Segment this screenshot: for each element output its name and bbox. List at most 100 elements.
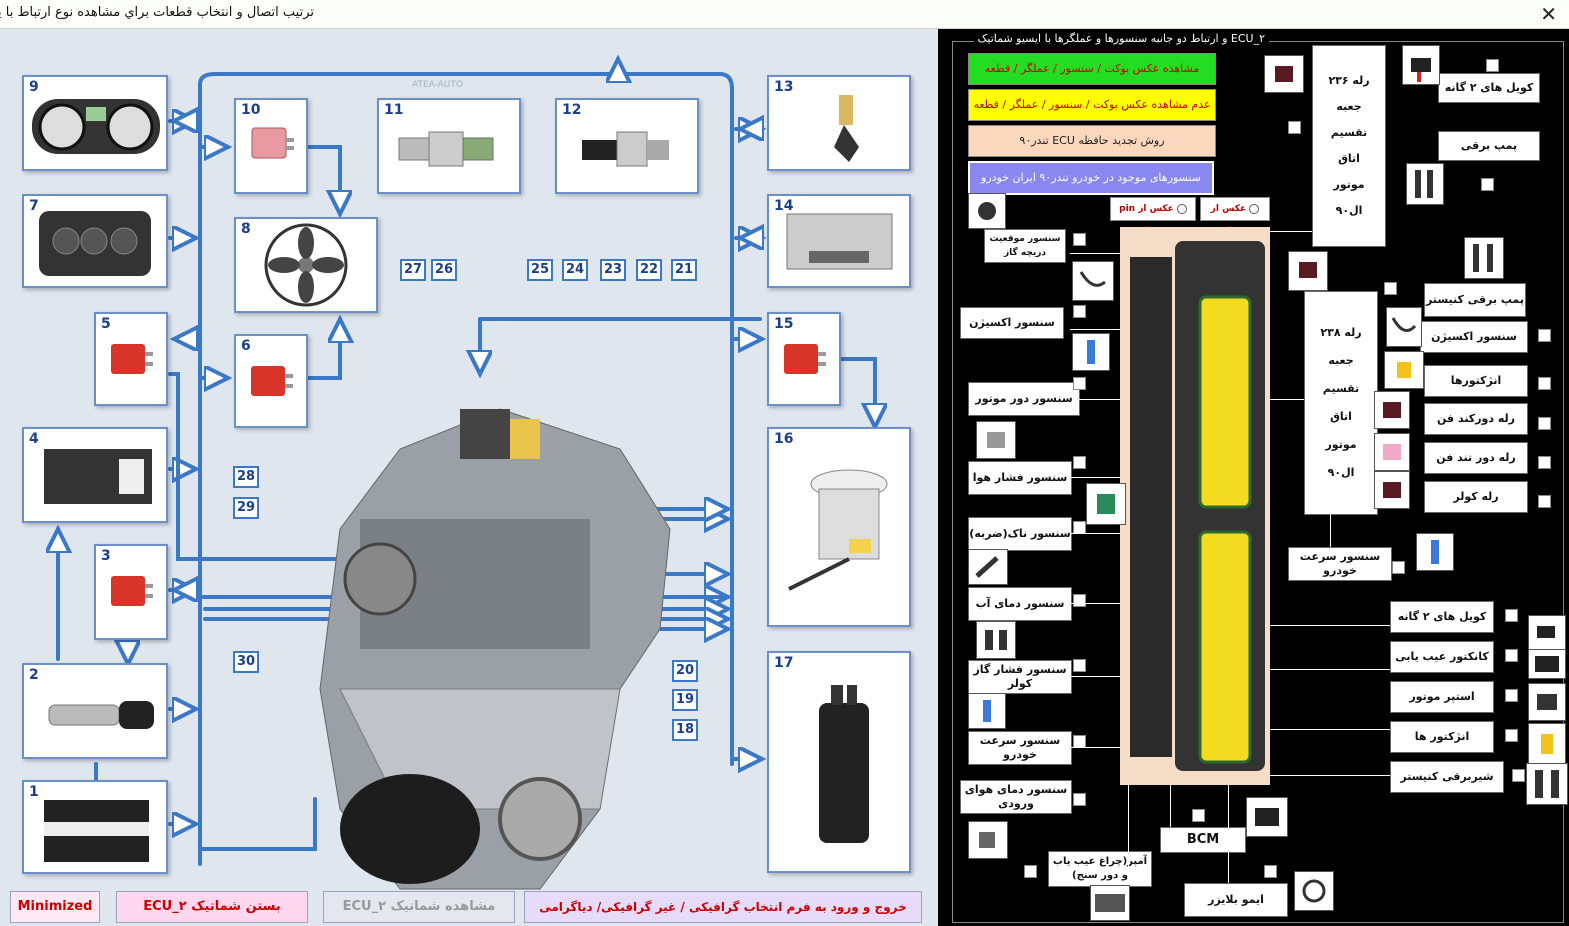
canister-valve-label[interactable]: شیربرقی کنیستر [1390, 761, 1504, 793]
fan-high-relay-thumbnail[interactable] [1374, 433, 1410, 471]
relay-box-15[interactable]: 15 [767, 312, 841, 406]
oxygen-sensor-thumbnail[interactable] [1072, 261, 1114, 301]
ecu-box-14[interactable]: 14 [767, 194, 911, 288]
checkbox[interactable] [1288, 121, 1301, 134]
coolant-temp-sensor-label[interactable]: سنسور دمای آب [968, 587, 1072, 621]
relay-thumbnail-2[interactable] [1288, 251, 1328, 291]
ecu-photo-radio[interactable]: عکس از Ecu [1200, 197, 1270, 236]
checkbox[interactable] [1538, 329, 1551, 342]
checkbox[interactable] [1538, 377, 1551, 390]
view-schematic-button[interactable]: مشاهده شماتیک ECU_۲ [323, 891, 515, 923]
checkbox[interactable] [1505, 609, 1518, 622]
fuel-pump-label[interactable]: پمپ برقی [1438, 131, 1540, 161]
injectors-label-2[interactable]: انژکتور ها [1390, 721, 1494, 753]
ecu-connector-image[interactable] [1120, 227, 1270, 785]
close-schematic-button[interactable]: بستن شماتیک ECU_۲ [116, 891, 308, 923]
vehicle-speed-sensor-label[interactable]: سنسور سرعت خودرو [968, 731, 1072, 765]
exit-enter-form-button[interactable]: خروج و ورود به فرم انتخاب گرافیکی / غیر … [524, 891, 922, 923]
canister-pump-label[interactable]: پمپ برقی کنیستر [1424, 283, 1526, 317]
intake-temp-thumbnail[interactable] [968, 821, 1008, 859]
checkbox[interactable] [1392, 561, 1405, 574]
coil-thumbnail-2[interactable] [1528, 615, 1566, 651]
oxygen-sensor-thumbnail-2[interactable] [1386, 307, 1422, 347]
relay-box-6[interactable]: 6 [234, 334, 308, 428]
fan-box-8[interactable]: 8 [234, 217, 378, 313]
relay-box-3[interactable]: 3 [94, 544, 168, 640]
coolant-sensor-thumbnail[interactable] [968, 549, 1008, 585]
intake-air-temp-sensor-label[interactable]: سنسور دمای هوای ورودی [960, 780, 1072, 814]
engine-speed-sensor-thumbnail[interactable] [1072, 333, 1110, 371]
checkbox[interactable] [1264, 865, 1277, 878]
hide-photos-button[interactable]: عدم مشاهده عکس بوکت / سنسور / عملگر / قط… [968, 89, 1216, 121]
diagnostic-connector-label[interactable]: کانکتور عیب یابی [1390, 641, 1494, 673]
knock-sensor-thumbnail[interactable] [1086, 483, 1126, 525]
knock-sensor-label[interactable]: سنسور ناک(ضربه) [968, 517, 1072, 551]
checkbox[interactable] [1073, 377, 1086, 390]
stepper-motor-label[interactable]: استپر موتور [1390, 681, 1494, 713]
diagnostic-connector-thumbnail[interactable] [1528, 649, 1566, 679]
ecu-pin-photo-radio[interactable]: عکس از pin Ecu [1110, 197, 1196, 236]
coil-thumbnail[interactable] [1402, 45, 1440, 85]
checkbox[interactable] [1486, 59, 1499, 72]
battery-box-1[interactable]: 1 [22, 780, 168, 874]
throttle-sensor-thumbnail[interactable] [968, 193, 1006, 229]
injector-thumbnail-2[interactable] [1528, 723, 1566, 765]
canister-pump-thumbnail[interactable] [1464, 237, 1504, 279]
ac-sensor-thumbnail[interactable] [976, 621, 1016, 659]
fuel-pump-box-16[interactable]: 16 [767, 427, 911, 627]
speed-sensor-thumbnail[interactable] [1416, 533, 1454, 571]
minimized-button[interactable]: Minimized [10, 891, 100, 923]
climate-panel-box-7[interactable]: 7 [22, 194, 168, 288]
checkbox[interactable] [1024, 865, 1037, 878]
fuel-pump-thumbnail[interactable] [1406, 163, 1444, 205]
checkbox[interactable] [1505, 729, 1518, 742]
relay-box-10[interactable]: 10 [234, 98, 308, 194]
vss-thumbnail[interactable] [968, 693, 1006, 729]
checkbox[interactable] [1481, 178, 1494, 191]
checkbox[interactable] [1073, 305, 1086, 318]
checkbox[interactable] [1073, 594, 1086, 607]
relay-thumbnail[interactable] [1264, 55, 1304, 93]
injector-thumbnail[interactable] [1384, 351, 1424, 389]
checkbox[interactable] [1192, 809, 1205, 822]
ac-relay-label[interactable]: رله کولر [1424, 481, 1528, 513]
checkbox[interactable] [1073, 233, 1086, 246]
stepper-motor-thumbnail[interactable] [1528, 683, 1566, 721]
checkbox[interactable] [1512, 769, 1525, 782]
throttle-pedal-box-13[interactable]: 13 [767, 75, 911, 171]
ac-pressure-sensor-label[interactable]: سنسور فشار گاز کولر [968, 660, 1072, 694]
immobilizer-thumbnail[interactable] [1294, 871, 1334, 911]
ignition-switch-box-2[interactable]: 2 [22, 663, 168, 759]
vehicle-speed-sensor-label-right[interactable]: سنسور سرعت خودرو [1288, 547, 1392, 581]
immobilizer-label[interactable]: ایمو بلایزر [1184, 883, 1288, 917]
air-pressure-sensor-label[interactable]: سنسور فشار هوا [968, 461, 1072, 495]
engine-speed-sensor-label[interactable]: سنسور دور موتور [968, 382, 1080, 416]
fan-high-speed-relay-label[interactable]: رله دور تند فن [1424, 442, 1528, 474]
pressure-sensor-box-11[interactable]: 11 [377, 98, 521, 194]
oxygen-sensor-label-right[interactable]: سنسور اکسیژن [1420, 321, 1528, 353]
fan-low-speed-relay-label[interactable]: رله دورکند فن [1424, 403, 1528, 435]
show-photos-button[interactable]: مشاهده عکس بوکت / سنسور / عملگر / قطعه [968, 53, 1216, 85]
checkbox[interactable] [1384, 282, 1397, 295]
relay-box-5[interactable]: 5 [94, 312, 168, 406]
air-pressure-sensor-thumbnail[interactable] [976, 421, 1016, 459]
injectors-label[interactable]: انژکتورها [1424, 365, 1528, 397]
bcm-label[interactable]: BCM [1160, 827, 1246, 853]
checkbox[interactable] [1073, 456, 1086, 469]
bcm-box-4[interactable]: 4 [22, 427, 168, 523]
cluster-thumbnail[interactable] [1090, 885, 1130, 921]
vehicle-sensors-button[interactable]: سنسورهای موجود در خودرو تندر۹۰ ایران خود… [968, 161, 1214, 195]
checkbox[interactable] [1505, 649, 1518, 662]
bcm-thumbnail[interactable] [1246, 797, 1288, 837]
instrument-cluster-box[interactable]: 9 [22, 75, 168, 171]
checkbox[interactable] [1538, 456, 1551, 469]
oxygen-sensor-label[interactable]: سنسور اکسیژن [960, 307, 1064, 339]
close-icon[interactable]: ✕ [1540, 2, 1557, 26]
checkbox[interactable] [1505, 689, 1518, 702]
pressure-sensor-box-12[interactable]: 12 [555, 98, 699, 194]
instrument-cluster-label[interactable]: آمپر(چراغ عیب یاب و دور سنج) [1048, 851, 1152, 887]
throttle-position-sensor-label[interactable]: سنسور موقعیت دریچه گاز [984, 229, 1066, 263]
canister-box-17[interactable]: 17 [767, 651, 911, 873]
checkbox[interactable] [1073, 793, 1086, 806]
ecu-memory-reset-button[interactable]: روش تجدید حافظه ECU تندر۹۰ [968, 125, 1216, 157]
